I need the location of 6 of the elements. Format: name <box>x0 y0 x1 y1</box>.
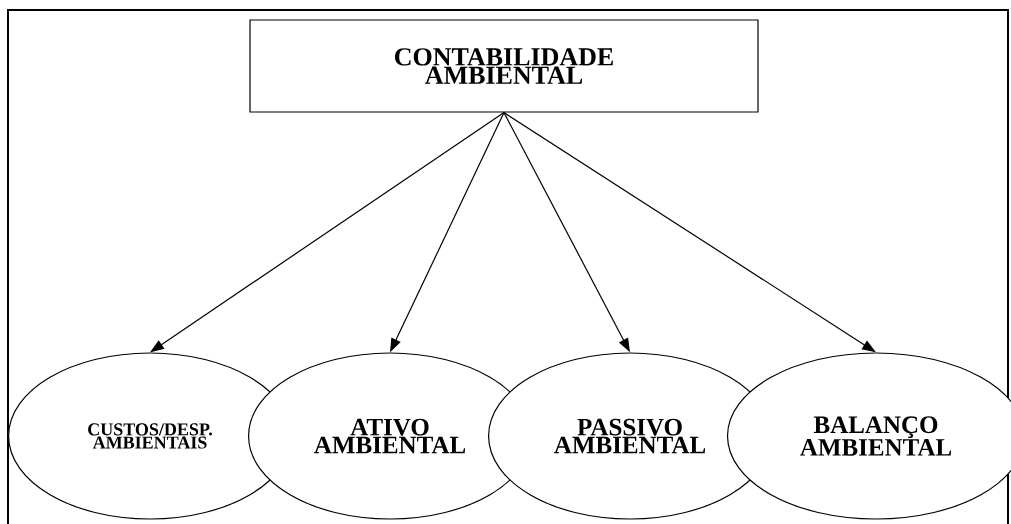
arrow <box>503 112 876 353</box>
node-label: CUSTOS/DESP. AMBIENTAIS <box>88 423 213 449</box>
title-box: CONTABILIDADE AMBIENTAL <box>249 19 759 113</box>
node-label: PASSIVO AMBIENTAL <box>554 418 706 454</box>
node-label: BALANÇO AMBIENTAL <box>800 416 952 456</box>
node-label: ATIVO AMBIENTAL <box>314 418 466 454</box>
